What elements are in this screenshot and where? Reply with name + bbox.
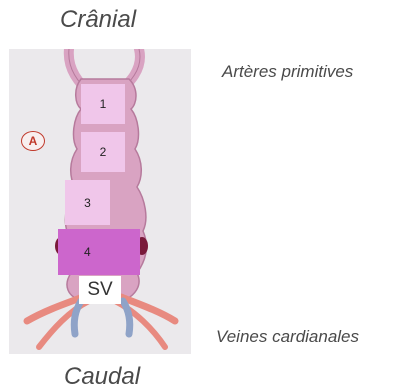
arteries-annotation: Artères primitives xyxy=(222,62,353,82)
right-vein-blue xyxy=(123,301,130,334)
caudal-label: Caudal xyxy=(64,363,140,391)
segment-sinus-venosus: SV xyxy=(79,276,121,304)
segment-2: 2 xyxy=(81,132,125,172)
segment-4: 4 xyxy=(58,229,140,275)
left-vein-blue xyxy=(74,301,81,334)
panel-letter-badge: A xyxy=(21,131,45,151)
segment-3: 3 xyxy=(65,180,110,225)
segment-1: 1 xyxy=(81,84,125,124)
veins-annotation: Veines cardianales xyxy=(216,327,359,347)
cranial-label: Crânial xyxy=(60,6,136,34)
